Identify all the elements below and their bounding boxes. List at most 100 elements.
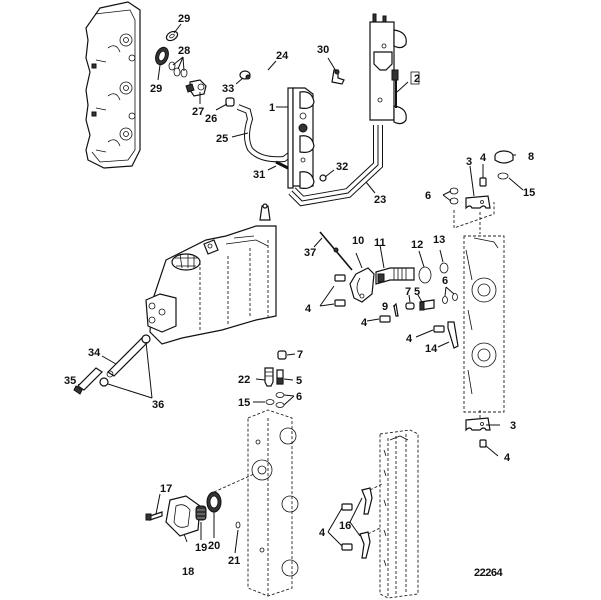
fitting-22 <box>264 367 274 387</box>
callout-6a: 6 <box>425 190 431 202</box>
callout-35: 35 <box>64 375 76 387</box>
callout-26: 26 <box>205 113 217 125</box>
callout-12: 12 <box>411 239 423 251</box>
fitting-26 <box>225 97 235 107</box>
callout-4d: 4 <box>406 333 413 345</box>
fuel-line-23 <box>288 125 383 207</box>
fuel-line-24 <box>243 45 306 93</box>
callout-25: 25 <box>216 133 228 145</box>
callout-16: 16 <box>339 520 351 532</box>
callout-3b: 3 <box>510 420 516 432</box>
callout-15a: 15 <box>523 187 535 199</box>
callout-4e: 4 <box>504 452 511 464</box>
callout-9: 9 <box>382 301 388 313</box>
o-ring-15-low <box>265 399 275 405</box>
seal-29 <box>155 46 169 66</box>
fuel-rail-2 <box>369 13 407 125</box>
washer-29-top <box>165 30 179 42</box>
link-14 <box>447 321 459 349</box>
callout-21: 21 <box>228 555 240 567</box>
tube-34 <box>106 337 149 378</box>
tube-35 <box>73 367 103 395</box>
callout-4c: 4 <box>361 317 368 329</box>
callout-18: 18 <box>182 566 194 578</box>
callout-23: 23 <box>374 194 386 206</box>
fitting-4-bottom <box>479 439 487 448</box>
callout-24: 24 <box>276 50 289 62</box>
fuel-line-25 <box>236 104 294 163</box>
callout-1: 1 <box>269 102 275 114</box>
cover-18 <box>165 495 201 537</box>
callout-2: 2 <box>414 73 420 85</box>
bolt-17 <box>145 511 163 521</box>
fitting-32 <box>319 174 327 182</box>
plate-3-top <box>465 195 491 210</box>
callout-28: 28 <box>178 45 190 57</box>
callout-31: 31 <box>253 169 265 181</box>
callout-3a: 3 <box>466 156 472 168</box>
callout-30: 30 <box>317 44 329 56</box>
sensor-27 <box>185 79 207 97</box>
o-ring-21 <box>235 521 241 529</box>
label-box-2 <box>410 71 420 85</box>
callout-32: 32 <box>336 161 348 173</box>
clip-9 <box>393 302 399 317</box>
cooling-cover-center <box>213 409 299 597</box>
o-rings-6-low <box>275 392 285 408</box>
spring-19 <box>195 505 207 521</box>
fitting-7-low <box>277 350 287 360</box>
o-ring-12 <box>418 266 432 284</box>
pin-31 <box>275 160 289 170</box>
engine-block <box>145 203 277 345</box>
clamp-33 <box>239 70 251 80</box>
injector-11 <box>375 267 415 285</box>
o-rings-6-top <box>449 187 459 205</box>
callout-6c: 6 <box>296 391 302 403</box>
fitting-5-mid <box>419 299 435 311</box>
leader-lines <box>77 23 524 554</box>
diaphragm-20 <box>206 491 222 513</box>
callout-29b: 29 <box>150 83 162 95</box>
callout-5a: 5 <box>414 286 420 298</box>
plate-3-bottom <box>465 417 491 432</box>
fittings-36 <box>99 334 151 387</box>
cylinder-head-cover <box>85 1 141 169</box>
callout-15b: 15 <box>238 397 250 409</box>
bracket-10 <box>349 267 375 303</box>
callout-13: 13 <box>433 234 445 246</box>
callout-8: 8 <box>528 151 534 163</box>
fitting-7-mid <box>405 302 415 310</box>
callout-5b: 5 <box>296 375 302 387</box>
callout-10: 10 <box>352 235 364 247</box>
callout-11: 11 <box>374 237 386 249</box>
bracket-30 <box>331 69 345 85</box>
cooling-cover-right <box>453 202 505 426</box>
callout-22: 22 <box>238 374 250 386</box>
callout-37: 37 <box>304 247 316 259</box>
callout-27: 27 <box>192 106 204 118</box>
o-ring-15-top <box>497 172 509 180</box>
callout-6b: 6 <box>442 275 448 287</box>
callout-7b: 7 <box>297 349 303 361</box>
callout-17: 17 <box>160 483 172 495</box>
callout-4a: 4 <box>480 152 487 164</box>
callout-4b: 4 <box>305 303 312 315</box>
bolts-4-lower <box>341 503 353 551</box>
callout-7a: 7 <box>405 286 411 298</box>
o-ring-13 <box>439 262 449 274</box>
fitting-5-low <box>276 369 284 385</box>
bolts-4-left <box>334 274 445 333</box>
wire-37 <box>319 231 353 271</box>
callout-36: 36 <box>152 399 164 411</box>
cooling-cover-lower-right <box>379 429 419 599</box>
callout-19: 19 <box>195 542 207 554</box>
callout-29a: 29 <box>178 13 190 25</box>
callout-labels: 29 28 29 27 33 26 25 24 1 31 30 2 32 23 … <box>64 13 535 578</box>
fitting-4-top <box>479 177 487 187</box>
plug-8 <box>494 150 514 164</box>
callout-33: 33 <box>222 83 234 95</box>
links-16 <box>359 483 383 559</box>
callout-20: 20 <box>208 540 220 552</box>
callout-34: 34 <box>88 347 101 359</box>
